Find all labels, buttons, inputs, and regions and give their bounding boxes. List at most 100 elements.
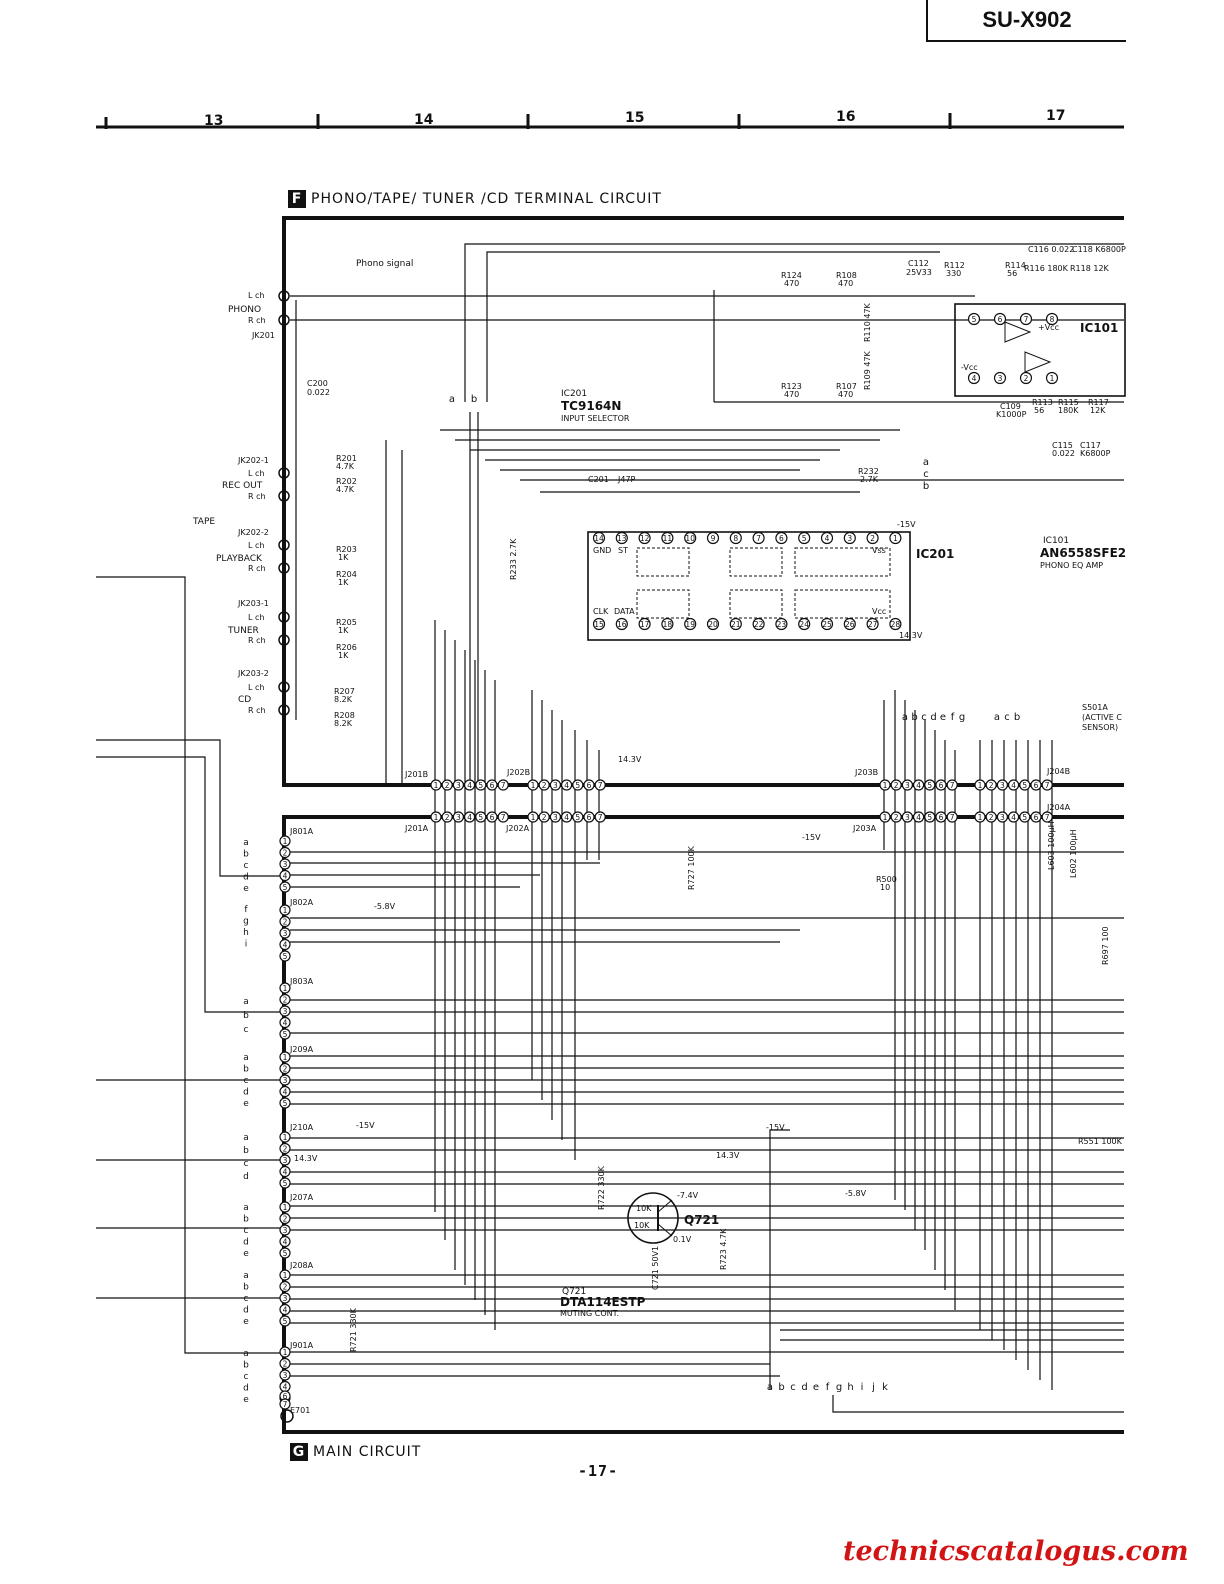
connector-1-3-pin-1: 1 xyxy=(974,811,986,823)
svg-text:25: 25 xyxy=(822,620,832,629)
c117-value: K6800P xyxy=(1080,449,1111,458)
svg-text:20: 20 xyxy=(708,620,718,629)
svg-text:3: 3 xyxy=(283,1076,288,1085)
r117-value: 12K xyxy=(1090,406,1106,415)
svg-text:28: 28 xyxy=(891,620,901,629)
svg-text:2: 2 xyxy=(283,1215,288,1224)
left-conn-5-pin-4: 4 xyxy=(279,1235,291,1248)
connector-1-3-pin-7: 7 xyxy=(1041,811,1053,823)
ic201-pin-3: 3 xyxy=(843,531,856,545)
svg-text:1: 1 xyxy=(893,534,898,543)
j201a-label: J201A xyxy=(404,824,429,833)
svg-text:3: 3 xyxy=(283,1226,288,1235)
connector-1-0-pin-5: 5 xyxy=(475,811,487,823)
j802a-label: J802A xyxy=(289,898,314,907)
connector-0-1-pin-6: 6 xyxy=(583,779,595,791)
left-conn-0-pin-2: 2 xyxy=(279,846,291,859)
ic101-part: AN6558SFE2 xyxy=(1040,546,1126,560)
connector-1-2-pin-3: 3 xyxy=(901,811,914,823)
bus-letter-top-d: d xyxy=(930,712,936,723)
r123-value: 470 xyxy=(784,390,799,399)
left-conn-3-pin-3: 3 xyxy=(279,1074,291,1086)
connector-0-0-pin-4: 4 xyxy=(464,779,476,791)
connector-0-3-pin-6: 6 xyxy=(1030,779,1042,791)
left-letter-j207-b: b xyxy=(243,1215,249,1225)
svg-text:6: 6 xyxy=(587,781,592,790)
r233-label: R233 2.7K xyxy=(509,538,518,580)
r201-value: 4.7K xyxy=(336,462,355,471)
bus-letter-top-c: c xyxy=(921,712,927,723)
ic201-pin-14: 14 xyxy=(592,531,606,545)
ic-bus-right-c: c xyxy=(923,469,929,480)
j207a-label: J207A xyxy=(289,1193,314,1202)
connector-0-0-pin-3: 3 xyxy=(452,779,464,791)
svg-text:1: 1 xyxy=(283,984,288,993)
q721-part: DTA114ESTP xyxy=(560,1295,646,1309)
s501a-label: S501A xyxy=(1082,703,1108,712)
c112-value: 25V33 xyxy=(906,268,932,277)
svg-text:3: 3 xyxy=(847,534,852,543)
r203-label: R203 xyxy=(336,545,357,554)
bus-letter-bottom-e: e xyxy=(813,1382,819,1393)
jack-jk203-1: JK203-1 xyxy=(237,599,269,608)
column-label-15: 15 xyxy=(625,110,644,126)
svg-text:3: 3 xyxy=(283,1007,288,1016)
section-f-badge: F xyxy=(288,190,306,208)
connector-0-2-pin-3: 3 xyxy=(901,779,914,791)
svg-text:7: 7 xyxy=(1045,781,1050,790)
connector-0-1-pin-7: 7 xyxy=(594,779,606,791)
svg-text:3: 3 xyxy=(283,860,288,869)
svg-text:1: 1 xyxy=(883,781,888,790)
c115-label: C115 xyxy=(1052,441,1073,450)
rec-r-ch: R ch xyxy=(248,492,266,501)
ic101-desc: PHONO EQ AMP xyxy=(1040,561,1103,570)
svg-text:5: 5 xyxy=(575,813,580,822)
svg-text:1: 1 xyxy=(283,1271,288,1280)
r206-label: R206 xyxy=(336,643,357,652)
r551-label: R551 100K xyxy=(1078,1137,1123,1146)
connector-1-0-pin-3: 3 xyxy=(452,811,464,823)
c112-label: C112 xyxy=(908,259,929,268)
connector-0-0-pin-7: 7 xyxy=(497,779,509,791)
left-letter-j801-e: e xyxy=(243,884,249,894)
left-letter-j803-c: c xyxy=(244,1025,249,1035)
section-g-badge: G xyxy=(290,1443,308,1461)
r107-value: 470 xyxy=(838,390,853,399)
svg-text:Vss: Vss xyxy=(872,546,886,555)
r206-value: 1K xyxy=(338,651,349,660)
connector-0-3-pin-7: 7 xyxy=(1041,779,1053,791)
svg-text:6: 6 xyxy=(587,813,592,822)
ic201-pin-23: 23 xyxy=(775,617,788,631)
left-conn-6-pin-5: 5 xyxy=(279,1315,291,1327)
model-box: SU-X902 xyxy=(926,0,1126,42)
volt-14-3-j210: 14.3V xyxy=(294,1154,318,1163)
column-label-16: 16 xyxy=(836,109,855,125)
r207-label: R207 xyxy=(334,687,355,696)
svg-text:CLK: CLK xyxy=(593,607,609,616)
phono-bus-b: b xyxy=(471,394,477,405)
r208-value: 8.2K xyxy=(334,719,353,728)
r112-label: R112 xyxy=(944,261,965,270)
left-letter-j901-d: d xyxy=(243,1384,249,1394)
left-letter-j207-e: e xyxy=(243,1249,249,1259)
left-letter-j209-b: b xyxy=(243,1065,249,1075)
connector-0-1-pin-1: 1 xyxy=(527,779,539,791)
svg-text:6: 6 xyxy=(283,1392,288,1401)
connector-1-0-pin-2: 2 xyxy=(441,811,453,823)
left-letter-j803-b: b xyxy=(243,1011,249,1021)
connector-0-0-pin-2: 2 xyxy=(441,779,453,791)
connector-1-0-pin-1: 1 xyxy=(430,811,442,823)
left-letter-j208-b: b xyxy=(243,1283,249,1293)
left-conn-6-pin-1: 1 xyxy=(279,1269,291,1281)
connector-1-1-pin-3: 3 xyxy=(549,811,562,823)
r232-label: R232 xyxy=(858,467,879,476)
left-letter-j207-a: a xyxy=(243,1203,249,1213)
ic101-pin-6: 6 xyxy=(993,312,1007,326)
left-letter-j802-h: h xyxy=(243,928,249,938)
left-letter-j209-e: e xyxy=(243,1099,249,1109)
svg-text:1: 1 xyxy=(283,906,288,915)
left-conn-1-pin-3: 3 xyxy=(279,927,291,939)
c721-label: C721 50V1 xyxy=(651,1246,660,1290)
